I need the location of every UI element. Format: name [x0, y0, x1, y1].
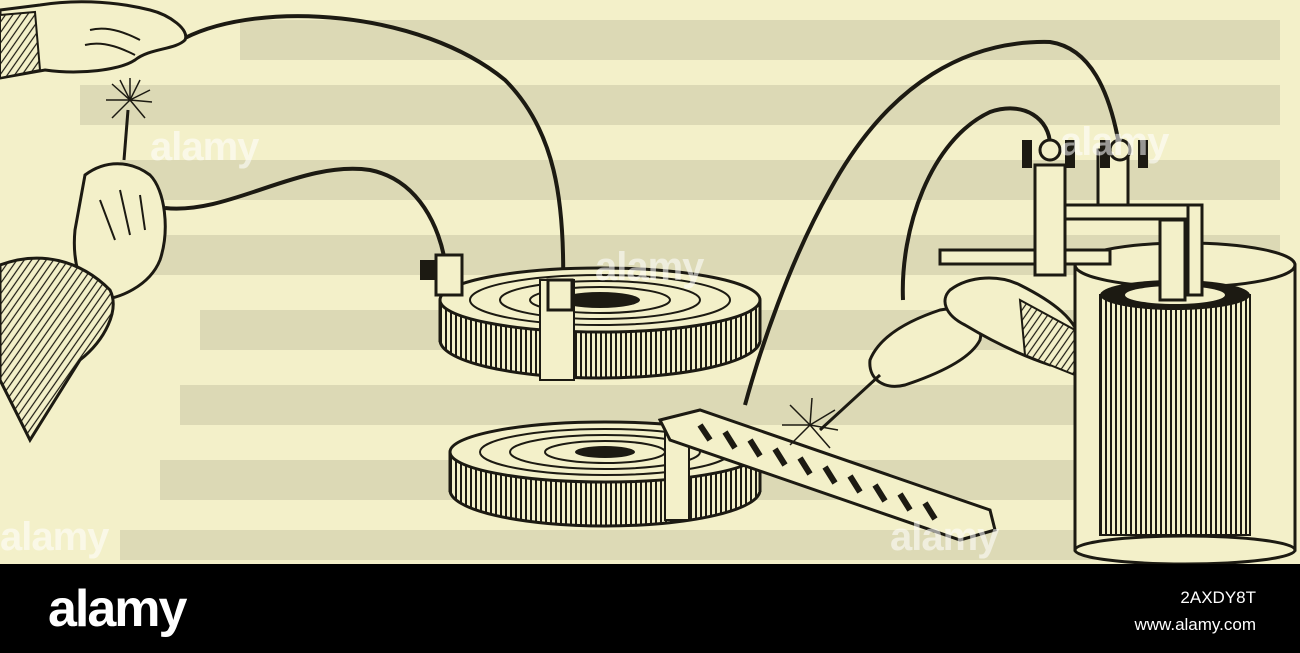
- wire-top-left: [184, 14, 566, 291]
- site-link[interactable]: www.alamy.com: [1134, 615, 1256, 634]
- terminal-knobs: [1022, 138, 1148, 168]
- engraving-illustration: alamy alamy alamy alamy alamy: [0, 0, 1297, 564]
- wires: [164, 14, 1122, 406]
- hand-lower-left: [0, 162, 167, 444]
- engraving-svg: [0, 0, 1297, 564]
- battery-jar: [1073, 218, 1297, 564]
- rasp-bar: [657, 408, 997, 542]
- coil-upper: [438, 266, 762, 381]
- hand-top-left: [0, 0, 188, 80]
- hand-right-lower: [818, 307, 983, 432]
- wire-right-outer: [743, 39, 1122, 406]
- footer-bar: alamy 2AXDY8T www.alamy.com: [0, 564, 1300, 653]
- wire-right-inner: [900, 106, 1052, 301]
- alamy-logo[interactable]: alamy: [48, 580, 187, 638]
- footer-info: 2AXDY8T www.alamy.com: [1134, 584, 1256, 638]
- coil-lower: [448, 420, 762, 528]
- binding-post-upper: [420, 253, 574, 312]
- spark-rasp: [782, 397, 839, 449]
- wire-mid-left: [164, 166, 447, 263]
- spark-left: [106, 78, 153, 161]
- hand-right-upper: [943, 276, 1082, 377]
- image-id: 2AXDY8T: [1180, 588, 1256, 607]
